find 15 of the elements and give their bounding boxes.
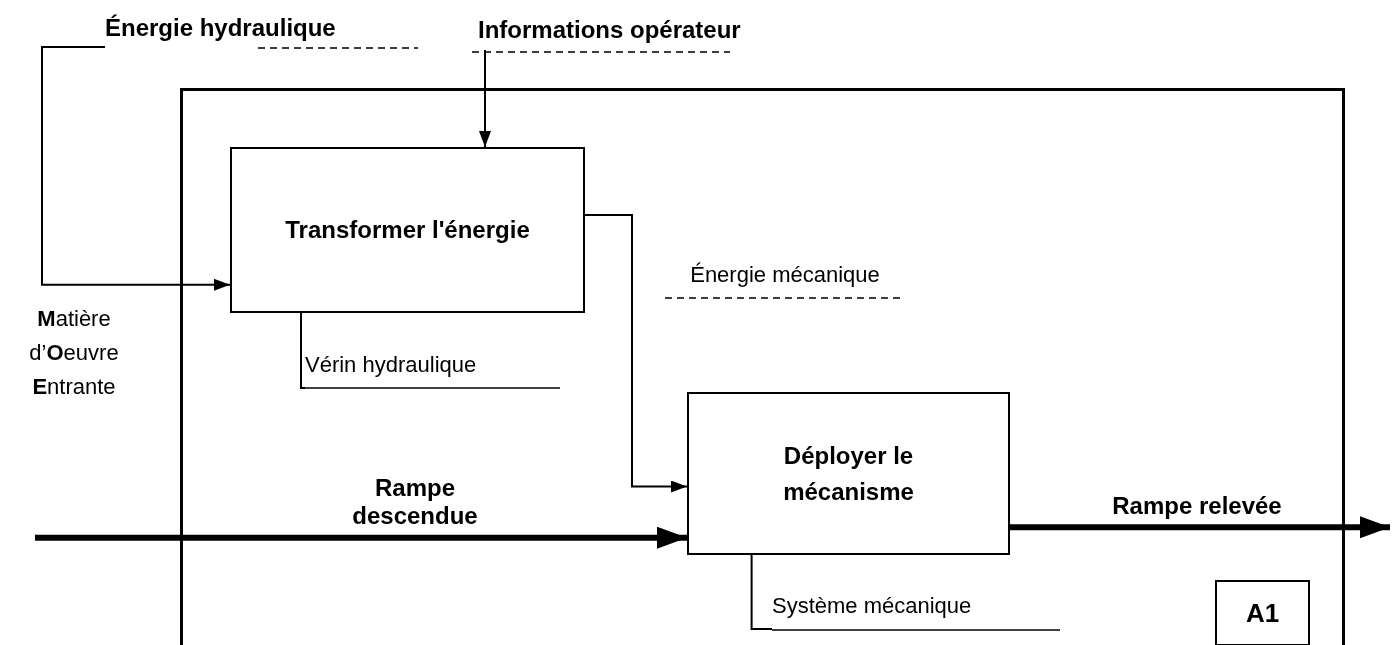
- input-label: Informations opérateur: [478, 16, 838, 50]
- connector-line: [300, 312, 306, 389]
- mechanism-label: Vérin hydraulique: [305, 352, 567, 386]
- diagram-frame: [180, 88, 1345, 645]
- function-box: Déployer le mécanisme: [687, 392, 1010, 555]
- connector-line: [750, 554, 773, 630]
- mechanism-label: Système mécanique: [772, 593, 1064, 627]
- node-id-box: A1: [1215, 580, 1310, 645]
- arrow: [41, 46, 231, 291]
- arrow: [584, 214, 688, 493]
- function-box: Transformer l'énergie: [230, 147, 585, 313]
- input-label: Énergie hydraulique: [105, 14, 425, 48]
- arrow: [35, 526, 687, 549]
- arrow: [1010, 516, 1390, 539]
- arrow: [479, 49, 491, 148]
